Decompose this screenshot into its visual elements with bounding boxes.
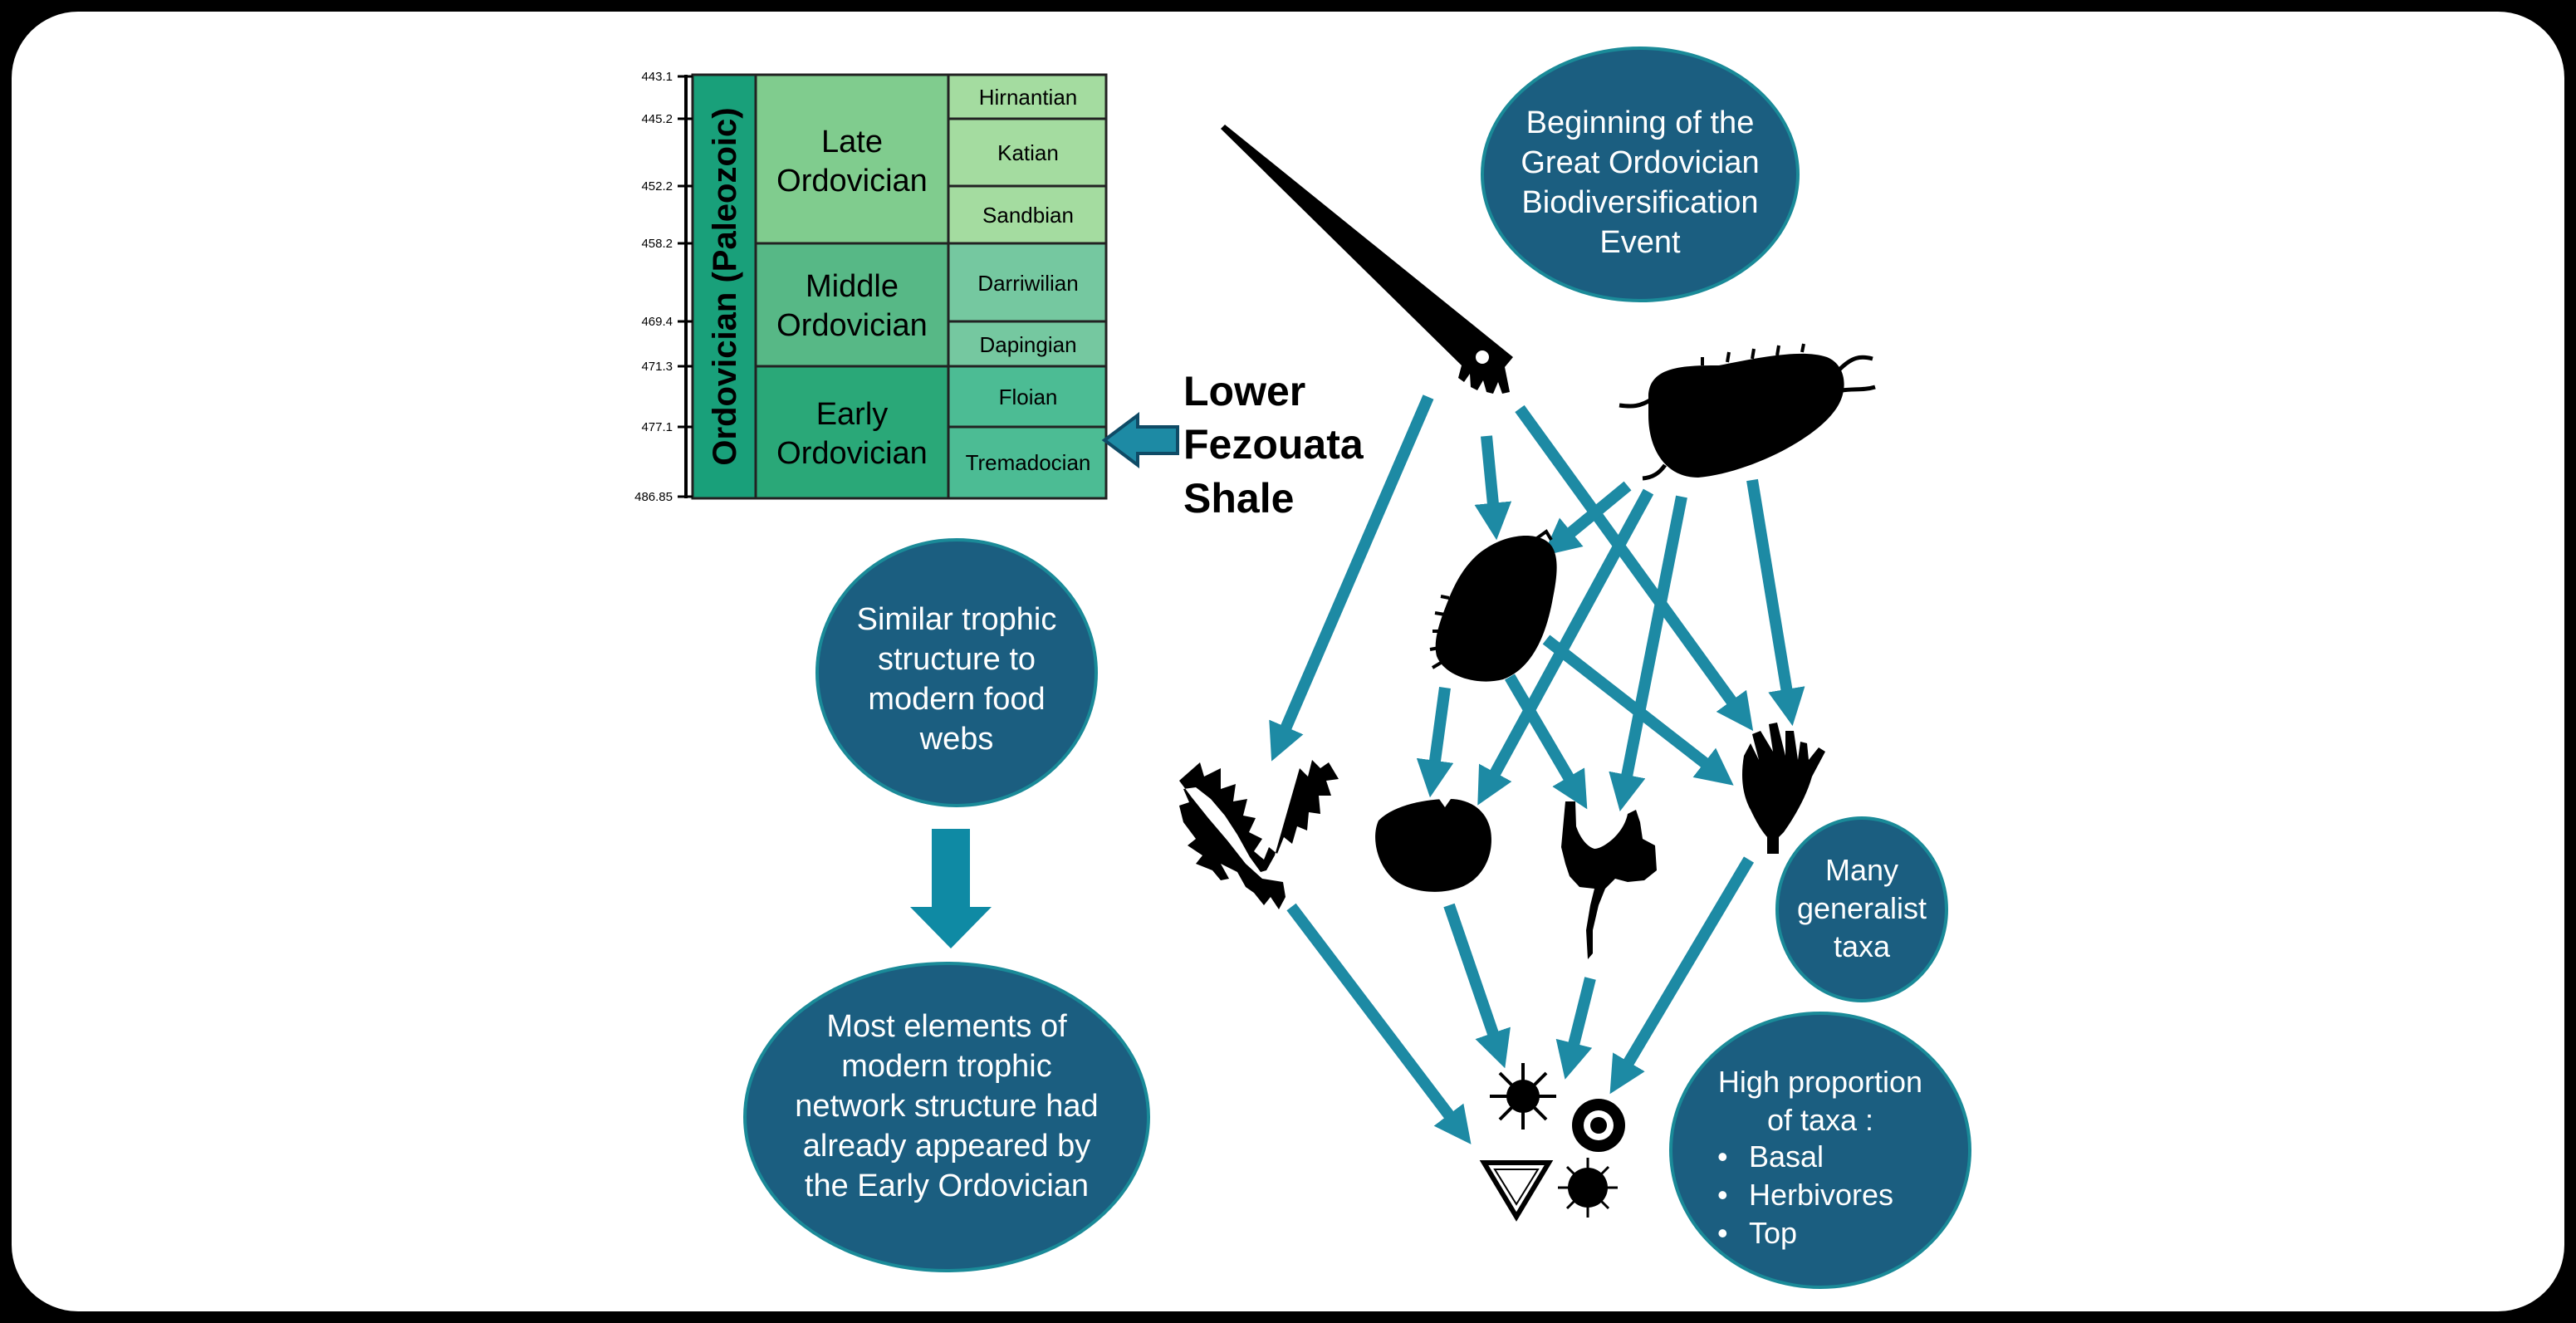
bubble-generalist-taxa [1775, 816, 1948, 1002]
stage-label-tremadocian: Tremadocian [966, 450, 1091, 475]
svg-text:Fezouata: Fezouata [1183, 421, 1364, 468]
trophic-links [1269, 394, 1805, 1144]
stage-label-sandbian: Sandbian [982, 203, 1074, 228]
bubble-similar-structure [815, 538, 1098, 807]
period-label: Ordovician (Paleozoic) [707, 107, 743, 465]
stage-darriwilian-cell [947, 242, 1108, 323]
svg-text:Ordovician: Ordovician [776, 436, 928, 471]
stage-label-katian: Katian [997, 140, 1059, 165]
age-label: 471.3 [641, 360, 673, 374]
svg-text:Event: Event [1599, 225, 1681, 260]
bubble-beginning-gobe [1481, 47, 1800, 302]
trilobite-spines [1429, 529, 1553, 669]
age-label: 458.2 [641, 237, 673, 251]
stage-label-hirnantian: Hirnantian [979, 85, 1078, 110]
age-label: 477.1 [641, 420, 673, 434]
svg-text:structure to: structure to [878, 642, 1036, 677]
epoch-late-cell [754, 73, 950, 245]
epoch-middle-cell [754, 242, 950, 368]
svg-text:taxa: taxa [1834, 929, 1891, 963]
svg-text:High proportion: High proportion [1718, 1065, 1922, 1099]
period-cell [691, 73, 757, 500]
svg-text:Biodiversification: Biodiversification [1521, 185, 1758, 220]
echinoderm-silhouette [1561, 801, 1657, 959]
conodont-element-silhouette [1221, 125, 1513, 394]
svg-text:Ordovician: Ordovician [776, 164, 928, 198]
formation-label: Lower Fezouata Shale [1183, 368, 1364, 522]
age-label: 452.2 [641, 179, 673, 194]
age-label: 469.4 [641, 315, 673, 329]
svg-text:Ordovician: Ordovician [776, 308, 928, 343]
bubble-high-proportion [1669, 1012, 1971, 1289]
svg-text:modern food: modern food [868, 682, 1045, 717]
svg-text:network structure had: network structure had [795, 1089, 1098, 1124]
svg-text:Late: Late [821, 125, 883, 159]
plankton-silhouette [1479, 1063, 1625, 1222]
crinoid-silhouette [1741, 723, 1825, 854]
epoch-late-label: Late Ordovician [776, 125, 928, 198]
svg-text:of taxa :: of taxa : [1767, 1103, 1873, 1137]
stage-floian-cell [947, 365, 1108, 429]
epoch-middle-label: Middle Ordovician [776, 269, 928, 343]
arthropod-silhouette [1619, 343, 1876, 481]
stage-tremadocian-cell [947, 425, 1108, 500]
slide-panel [12, 12, 2564, 1311]
svg-text:Basal: Basal [1749, 1139, 1824, 1174]
age-label: 443.1 [641, 70, 673, 84]
stage-label-floian: Floian [999, 385, 1058, 409]
svg-text:Beginning of the: Beginning of the [1526, 105, 1755, 140]
svg-text:Middle: Middle [806, 269, 899, 304]
conodont-basal-pit [1476, 350, 1489, 364]
svg-text:Herbivores: Herbivores [1749, 1178, 1893, 1212]
down-arrow [910, 829, 992, 948]
svg-text:generalist: generalist [1797, 891, 1927, 925]
formation-pointer-arrow [1101, 412, 1179, 468]
svg-text:the Early Ordovician: the Early Ordovician [805, 1169, 1089, 1203]
bubble-most-elements [743, 962, 1150, 1272]
conodont-pair-silhouette [1179, 760, 1339, 909]
stage-label-darriwilian: Darriwilian [977, 271, 1078, 296]
epoch-early-label: Early Ordovician [776, 397, 928, 471]
svg-text:Great Ordovician: Great Ordovician [1521, 145, 1759, 180]
age-label: 445.2 [641, 112, 673, 126]
svg-text:Shale: Shale [1183, 475, 1294, 522]
svg-text:Lower: Lower [1183, 368, 1305, 414]
svg-text:modern trophic: modern trophic [841, 1049, 1051, 1084]
svg-text:Most elements of: Most elements of [826, 1009, 1067, 1044]
svg-text:Early: Early [816, 397, 889, 432]
stage-katian-cell [947, 117, 1108, 188]
bullet-dot: • [1717, 1216, 1728, 1250]
brachiopod-notch [1439, 799, 1451, 807]
trilobite-silhouette [1435, 536, 1557, 682]
svg-text:webs: webs [919, 722, 994, 757]
epoch-early-cell [754, 365, 950, 500]
brachiopod-silhouette [1375, 799, 1491, 892]
age-label: 486.85 [634, 490, 673, 504]
svg-text:Many: Many [1825, 853, 1898, 887]
svg-text:already appeared by: already appeared by [803, 1129, 1090, 1164]
geologic-timescale [678, 73, 1108, 500]
bullet-dot: • [1717, 1139, 1728, 1174]
bullet-dot: • [1717, 1178, 1728, 1212]
svg-text:Top: Top [1749, 1216, 1797, 1250]
svg-text:Similar trophic: Similar trophic [857, 602, 1057, 637]
stage-label-dapingian: Dapingian [979, 332, 1076, 357]
